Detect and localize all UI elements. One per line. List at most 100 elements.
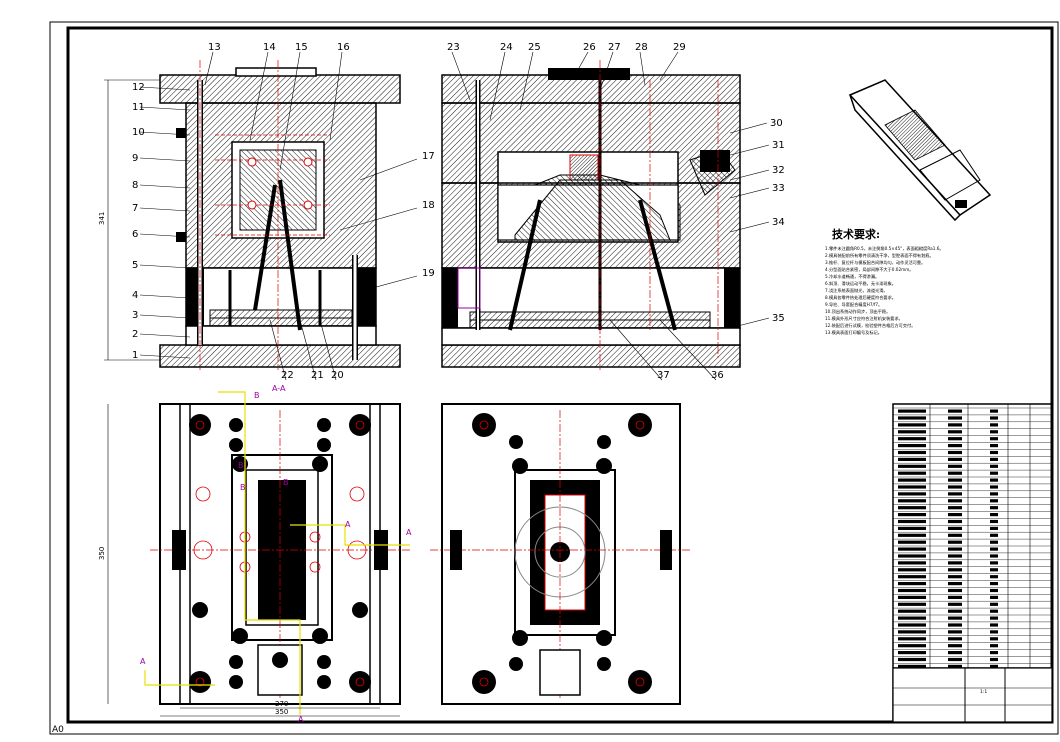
tech-title: 技术要求: [832,227,880,241]
parts-row-cell [990,499,998,503]
parts-row-cell [898,513,926,517]
part-label-12: 12 [132,82,145,93]
parts-row-cell [948,506,962,510]
part-label-8: 8 [132,180,138,191]
title-block-scale: 1:1 [980,689,987,695]
parts-row-cell [948,444,962,448]
tech-line: 6.斜顶、滑块运动平稳，无卡滞现象。 [825,280,896,287]
parts-row-cell [948,430,962,434]
parts-row-cell [948,519,962,524]
parts-row-cell [898,430,926,434]
parts-row-cell [898,464,926,468]
parts-row-cell [990,568,998,572]
parts-row-cell [948,540,962,544]
parts-row-cell [948,492,962,496]
parts-row-cell [948,423,962,427]
parts-row-cell [990,637,998,641]
part-label-24: 24 [500,42,513,53]
parts-row-cell [948,561,962,565]
parts-row-cell [898,582,926,586]
part-label-36: 36 [711,370,724,381]
parts-row-cell [948,664,962,668]
parts-row-cell [948,464,962,468]
parts-row-cell [948,513,962,517]
part-label-6: 6 [132,229,138,240]
parts-row-cell [898,409,926,413]
part-label-10: 10 [132,127,145,138]
parts-row-cell [990,478,998,482]
parts-row-cell [948,609,962,613]
parts-row-cell [898,644,926,648]
part-label-34: 34 [772,217,785,228]
parts-row-cell [948,457,962,461]
parts-row-cell [990,450,998,455]
parts-row-cell [898,595,926,599]
parts-row-cell [898,499,926,503]
part-label-37: 37 [657,370,670,381]
parts-row-cell [898,506,926,510]
parts-row-cell [948,651,962,655]
parts-row-cell [948,644,962,648]
parts-row-cell [948,437,962,441]
parts-row-cell [898,657,926,662]
technical-requirements: 技术要求: 1.零件未注圆角R0.5，未注倒角0.5×45°，表面粗糙度Ra1.… [825,227,944,336]
part-label-19: 19 [422,268,435,279]
part-label-26: 26 [583,42,596,53]
section-mark: A [140,657,146,666]
parts-row-cell [990,430,998,434]
parts-row-cell [990,416,998,420]
parts-row-cell [898,519,926,524]
parts-row-cell [898,457,926,461]
parts-row-cell [990,664,998,668]
parts-row-cell [990,609,998,613]
parts-row-cell [948,499,962,503]
tech-line: 13.模具表面打印编号及标记。 [825,329,882,336]
part-label-21: 21 [311,370,324,381]
part-label-1: 1 [132,350,138,361]
parts-row-cell [948,450,962,455]
parts-row-cell [898,444,926,448]
parts-row-cell [898,423,926,427]
parts-row-cell [898,547,926,551]
parts-row-cell [948,630,962,634]
product-3d-sketch [848,79,992,222]
section-mark: B [283,478,289,487]
parts-row-cell [898,630,926,634]
part-label-29: 29 [673,42,686,53]
inner-frame [66,26,1054,724]
parts-row-cell [990,471,998,475]
parts-row-cell [898,450,926,455]
parts-row-cell [990,644,998,648]
parts-row-cell [990,595,998,599]
parts-row-cell [990,623,998,627]
parts-rows [893,404,1052,668]
parts-row-cell [990,457,998,461]
parts-row-cell [990,540,998,544]
parts-row-cell [990,519,998,524]
parts-row-cell [898,602,926,606]
section-label: A-A [272,384,286,393]
tech-line: 11.模具外形尺寸应符合注射机安装要求。 [825,315,903,322]
part-label-17: 17 [422,151,435,162]
parts-row-cell [990,526,998,530]
parts-row-cell [898,588,926,593]
parts-row-cell [898,616,926,620]
parts-row-cell [898,623,926,627]
part-label-5: 5 [132,260,138,271]
section-mark: A [406,528,412,537]
parts-row-cell [898,568,926,572]
right-plan-view [430,403,690,705]
parts-row-cell [990,492,998,496]
part-label-31: 31 [772,140,785,151]
part-label-33: 33 [772,183,785,194]
part-label-4: 4 [132,290,138,301]
parts-row-cell [948,575,962,579]
dim-width-plan-1: 270 [275,700,288,708]
section-mark: A [298,715,304,724]
parts-row-cell [898,437,926,441]
parts-row-cell [990,575,998,579]
parts-list-table: 1:1 [892,403,1053,723]
tech-line: 12.装配后进行试模，检验塑件合格后方可交付。 [825,322,915,329]
section-mark: B [240,483,246,492]
